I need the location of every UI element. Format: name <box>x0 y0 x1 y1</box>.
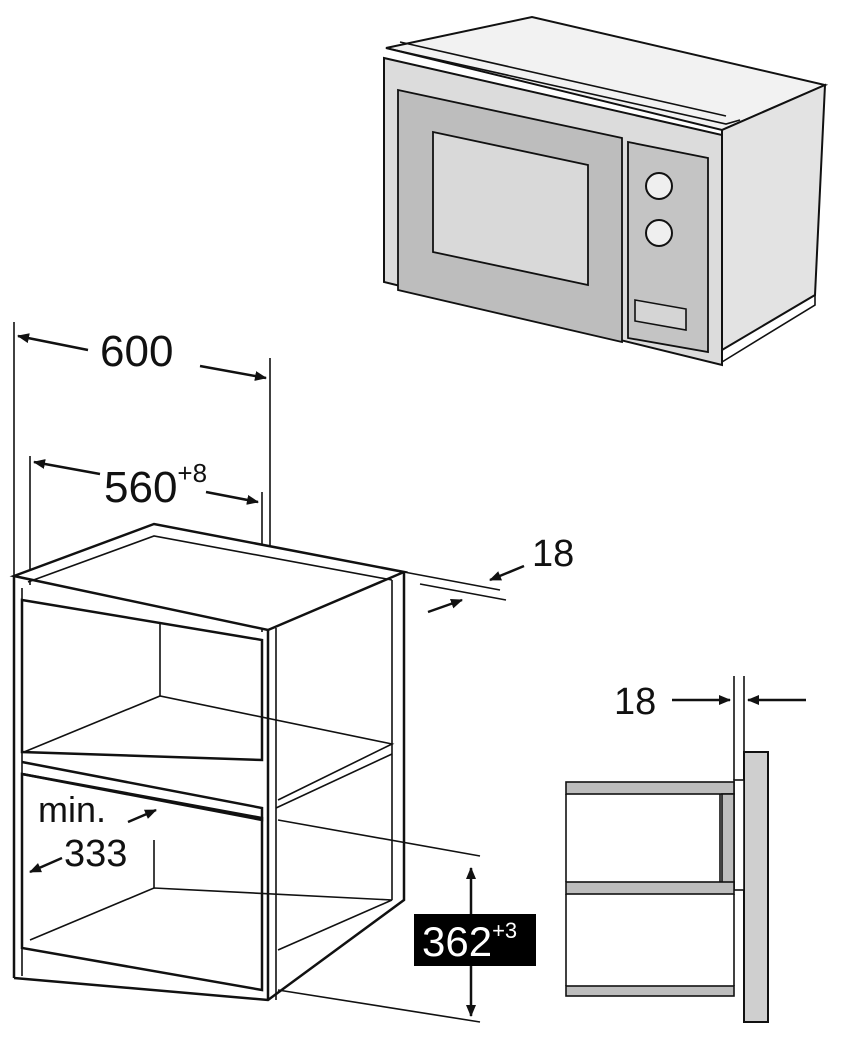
inner-width-tolerance: +8 <box>177 458 207 488</box>
niche-height-label-box <box>414 914 536 966</box>
panel-thickness-side-label: 18 <box>614 681 656 723</box>
niche-height-tolerance: +3 <box>492 918 517 943</box>
dimension-560: 560+8 <box>29 456 263 632</box>
microwave-illustration <box>383 15 829 367</box>
cabinet-illustration <box>9 522 409 1002</box>
inner-width-base: 560 <box>104 463 177 512</box>
microwave-side <box>721 83 827 352</box>
knob-bottom-icon <box>645 219 673 247</box>
dimension-362: 362+3 <box>277 819 536 1023</box>
side-detail-illustration: 18 <box>565 676 806 1023</box>
outer-width-label: 600 <box>100 327 173 376</box>
wall-panel <box>743 751 769 1023</box>
niche-height-base: 362 <box>422 918 492 965</box>
min-depth-value: 333 <box>64 833 127 875</box>
panel-thickness-top-label: 18 <box>532 533 574 575</box>
microwave-window <box>432 130 589 287</box>
microwave-trim <box>385 47 741 125</box>
knob-top-icon <box>645 172 673 200</box>
min-depth-prefix: min. <box>38 789 106 830</box>
lower-shelf-profile <box>565 985 735 997</box>
cabinet-top-panel <box>9 522 409 632</box>
dimension-18-top: 18 <box>403 533 574 614</box>
dimension-min-333: min. 333 <box>29 789 157 875</box>
upper-shelf-profile <box>565 781 735 795</box>
niche-height-label: 362+3 <box>422 918 517 965</box>
microwave-display <box>634 299 687 331</box>
inner-width-label: 560+8 <box>104 458 207 512</box>
